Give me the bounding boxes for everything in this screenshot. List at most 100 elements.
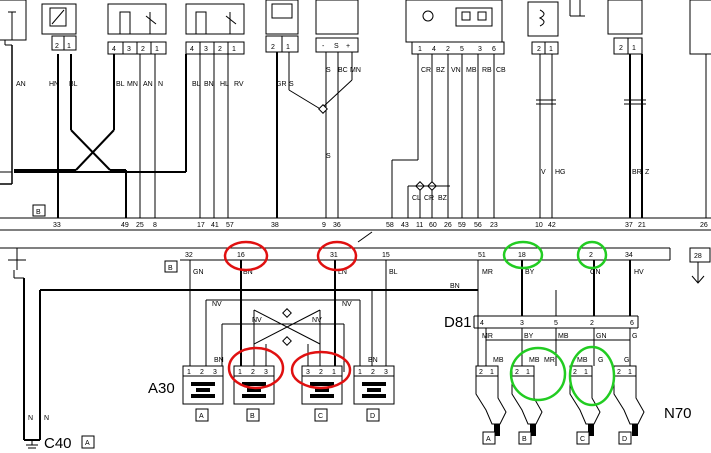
upper-pin-10: 10 [535,222,543,229]
c1-pin-1: 1 [67,43,71,50]
d81-wire-g: G [632,333,637,340]
n70-unit-a-label: A [486,436,491,443]
c3-pin-2: 2 [218,46,222,53]
ground-c40: N N C40 A [24,415,95,452]
a30-nv-1: NV [212,301,222,308]
a30-unit-a-wire: BN [214,357,224,364]
n70-d-pin-1: 1 [628,369,632,376]
c6-wire-cb: CB [496,67,506,74]
c6-wire-mb: MB [466,67,477,74]
c5-pin-plus: + [346,43,350,50]
lower-pin-51: 51 [478,252,486,259]
c2-wire-mn: MN [127,81,138,88]
a30-d-pin-2: 2 [371,369,375,376]
a30-b-pin-3: 3 [264,369,268,376]
upper-pin-56: 56 [474,222,482,229]
a30-unit-b: 1 2 3 B [233,365,275,422]
c8-pin-2: 2 [619,45,623,52]
lower-wire-bl: BL [389,269,398,276]
c8-wire-z: Z [645,169,650,176]
a30-unit-a-label: A [199,413,204,420]
upper-pin-41: 41 [211,222,219,229]
red-circle-a30-b [227,346,285,390]
upper-pin-58: 58 [386,222,394,229]
ground-wire-n2: N [44,415,49,422]
upper-pin-17: 17 [197,222,205,229]
c6-wire-bz: BZ [436,67,446,74]
n70-unit-a: MB 2 1 A [475,357,507,445]
d81-label: D81 [444,314,472,331]
lower-pin-2: 2 [589,252,593,259]
c6-wire-rb: RB [482,67,492,74]
d81-wire-gn: GN [596,333,607,340]
c6-pin-2: 2 [446,46,450,53]
ground-wire-n1: N [28,415,33,422]
lower-pin-31: 31 [330,252,338,259]
bn-wire-label: BN [450,283,460,290]
c3-wire-bl: BL [192,81,201,88]
a30-module: A30 1 2 3 A 1 2 3 B 3 [148,365,395,422]
c2-wire-an: AN [143,81,153,88]
a30-b-pin-1: 1 [238,369,242,376]
red-circle-a30-c [290,350,352,390]
lower-wires: GN BN LN BL MR BY GN HV BN NV NV NV NV [13,260,644,440]
d81-pin-4: 4 [480,320,484,327]
c8-pin-1: 1 [632,45,636,52]
lower-wire-mr: MR [482,269,493,276]
upper-pin-49: 49 [121,222,129,229]
a30-unit-c-label: C [318,413,323,420]
lower-wire-ln: LN [338,269,347,276]
n70-b-wire: MB [529,357,540,364]
lower-pin-15: 15 [382,252,390,259]
lower-pin-28: 28 [694,253,702,260]
lower-pin-32: 32 [185,252,193,259]
n70-label: N70 [664,405,692,422]
c6-pin-4: 4 [432,46,436,53]
upper-pin-9: 9 [322,222,326,229]
d81-pin-3: 3 [520,320,524,327]
c4-wire-gr: GR [276,81,287,88]
c6-pin-1: 1 [418,46,422,53]
n70-module: N70 MB 2 1 A MB 2 1 B MB 2 1 [475,357,692,445]
green-circle-n70-b [509,346,567,402]
n70-unit-c-label: C [580,436,585,443]
lower-pin-18: 18 [518,252,526,259]
upper-pin-42: 42 [548,222,556,229]
red-circle-pin-31 [316,240,358,272]
n70-d-wire: G [624,357,629,364]
green-circle-n70-c [568,345,616,407]
d81-module: D81 4 3 5 2 6 MR BY MB GN G [444,290,639,366]
c3-wire-rv: RV [234,81,244,88]
upper-pin-21: 21 [638,222,646,229]
c1-wire-hn: HN [49,81,59,88]
upper-pin-11: 11 [416,222,423,229]
n70-b-pin-2: 2 [515,369,519,376]
upper-bus-label: B [36,209,41,216]
split-wire-cr: CR [424,195,434,202]
upper-pin-26b: 26 [700,222,708,229]
n70-a-wire: MB [493,357,504,364]
c6-pin-5: 5 [460,46,464,53]
c7-wire-v: V [541,169,546,176]
c2-wire-bl: BL [116,81,125,88]
a30-d-pin-3: 3 [384,369,388,376]
a30-unit-d-label: D [370,413,375,420]
a30-a-pin-3: 3 [213,369,217,376]
red-circle-pin-16 [223,240,269,272]
lower-pin-16: 16 [237,252,245,259]
c3-wire-hl: HL [220,81,229,88]
highlight-annotations [223,240,616,407]
n70-unit-d-label: D [622,436,627,443]
n70-a-pin-1: 1 [490,369,494,376]
c7-pin-1: 1 [549,46,553,53]
c6-wire-vn: VN [451,67,461,74]
n70-c-pin-2: 2 [573,369,577,376]
a30-c-pin-1: 1 [332,369,336,376]
c5-wire-mn: MN [350,67,361,74]
upper-pin-33: 33 [53,222,61,229]
c2-pin-2: 2 [141,46,145,53]
c2-pin-4: 4 [112,46,116,53]
c1-pin-2: 2 [55,43,59,50]
n70-unit-b-label: B [522,436,527,443]
